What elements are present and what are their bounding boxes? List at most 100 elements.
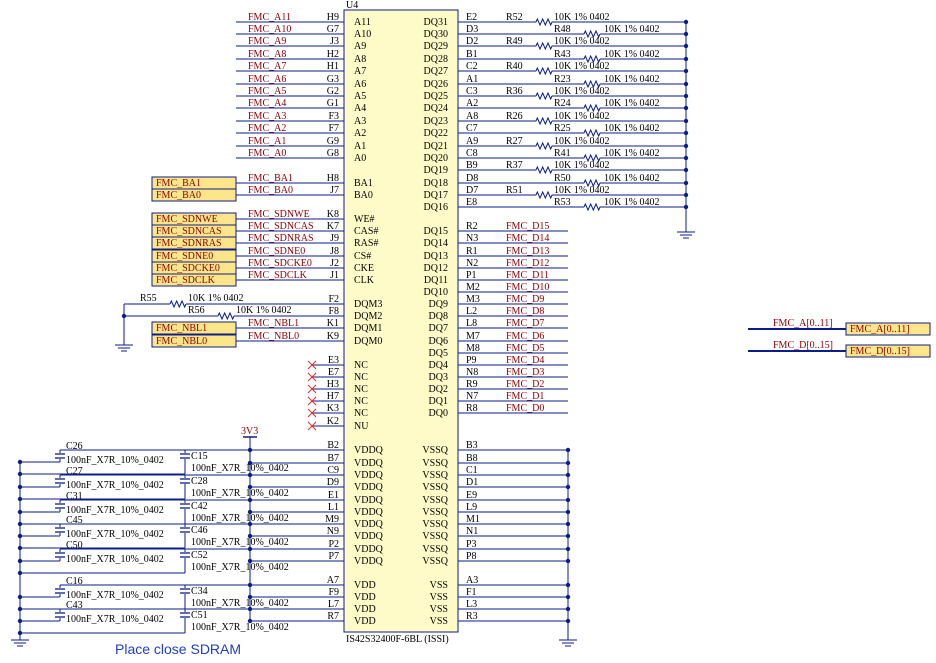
port-flag-FMC_SDCKE0-text: FMC_SDCKE0: [156, 263, 220, 274]
junction-dot: [565, 497, 571, 503]
junction-dot: [247, 594, 253, 600]
pin-name-VSS: VSS: [430, 616, 448, 627]
junction-dot: [683, 167, 689, 173]
pin-number-F9: F9: [328, 587, 339, 598]
resistor-ref-R51: R51: [506, 185, 523, 196]
pin-number-N3: N3: [466, 233, 478, 244]
cap-value-C26: 100nF_X7R_10%_0402: [66, 455, 164, 466]
junction-dot: [247, 618, 253, 624]
pin-number-K8: K8: [327, 209, 339, 220]
pin-name-CKE: CKE: [354, 263, 374, 274]
pin-name-NU: NU: [354, 421, 369, 432]
junction-dot: [565, 558, 571, 564]
cap-ref-C50: C50: [66, 540, 83, 551]
pin-name-VSSQ: VSSQ: [422, 445, 448, 456]
pin-number-R9: R9: [466, 379, 478, 390]
pin-name-VSSQ: VSSQ: [422, 556, 448, 567]
resistor-value-R23: 10K 1% 0402: [604, 74, 660, 85]
pin-number-C2: C2: [466, 61, 478, 72]
cap-ref-C43: C43: [66, 600, 83, 611]
pin-name-A2: A2: [354, 128, 366, 139]
pin-number-D7: D7: [466, 185, 478, 196]
pin-name-DQ11: DQ11: [424, 275, 448, 286]
pin-number-J9: J9: [330, 233, 339, 244]
resistor-value-R49: 10K 1% 0402: [554, 36, 610, 47]
pin-name-VSS: VSS: [430, 580, 448, 591]
pin-name-DQM1: DQM1: [354, 323, 382, 334]
junction-dot: [17, 618, 23, 624]
pin-number-L1: L1: [328, 502, 339, 513]
port-flag-FMC_SDNCAS-text: FMC_SDNCAS: [156, 226, 222, 237]
pin-number-A1: A1: [466, 74, 478, 85]
pin-number-D1: D1: [466, 477, 478, 488]
junction-dot: [17, 471, 23, 477]
pin-name-A6: A6: [354, 79, 366, 90]
port-flag-FMC_SDNRAS: [151, 236, 237, 250]
resistor-R25: [583, 128, 601, 138]
junction-dot: [247, 447, 253, 453]
resistor-value-R37: 10K 1% 0402: [554, 160, 610, 171]
junction-dot: [17, 570, 23, 576]
no-connect-mark: [307, 372, 317, 382]
resistor-R40: [535, 66, 553, 76]
junction-dot: [247, 460, 253, 466]
junction-dot: [565, 582, 571, 588]
resistor-R23: [583, 79, 601, 89]
pin-number-L3: L3: [466, 599, 477, 610]
junction-dot: [247, 497, 253, 503]
pin-number-E1: E1: [328, 490, 339, 501]
pin-number-C3: C3: [466, 86, 478, 97]
labels-layer: A11H9FMC_A11A10G7FMC_A10A9J3FMC_A9A8H2FM…: [66, 12, 910, 633]
pin-name-VDDQ: VDDQ: [354, 544, 384, 555]
pin-number-G9: G9: [327, 136, 339, 147]
resistor-value-R56: 10K 1% 0402: [236, 305, 292, 316]
port-flag-FMC_SDNWE-text: FMC_SDNWE: [156, 214, 218, 225]
pin-name-A0: A0: [354, 153, 366, 164]
net-label-FMC_D11: FMC_D11: [506, 270, 549, 281]
cap-value-C15: 100nF_X7R_10%_0402: [191, 463, 289, 474]
net-label-FMC_D15: FMC_D15: [506, 221, 549, 232]
junction-dot: [247, 546, 253, 552]
bus-net-label: FMC_A[0..11]: [773, 318, 833, 329]
pin-number-K2: K2: [327, 416, 339, 427]
pin-number-P3: P3: [466, 539, 477, 550]
pin-name-VDDQ: VDDQ: [354, 519, 384, 530]
pin-name-VSSQ: VSSQ: [422, 531, 448, 542]
pin-name-DQ1: DQ1: [429, 396, 448, 407]
pin-name-VSSQ: VSSQ: [422, 458, 448, 469]
net-label-FMC_BA1: FMC_BA1: [248, 173, 293, 184]
pin-number-H7: H7: [327, 391, 339, 402]
pin-number-M1: M1: [466, 514, 480, 525]
pin-name-DQ10: DQ10: [424, 287, 448, 298]
pin-number-P7: P7: [328, 551, 339, 562]
pin-name-VDDQ: VDDQ: [354, 458, 384, 469]
resistor-R55: [169, 299, 187, 309]
cap-value-C31: 100nF_X7R_10%_0402: [66, 505, 164, 516]
placement-note: Place close SDRAM: [115, 641, 241, 657]
junction-dot: [17, 533, 23, 539]
pin-name-RAS#: RAS#: [354, 238, 378, 249]
junction-dot: [247, 472, 253, 478]
resistor-ref-R25: R25: [554, 123, 571, 134]
resistor-ref-R23: R23: [554, 74, 571, 85]
pin-name-VSSQ: VSSQ: [422, 470, 448, 481]
pin-name-DQ15: DQ15: [424, 226, 448, 237]
junction-dot: [17, 509, 23, 515]
pin-name-NC: NC: [354, 372, 368, 383]
no-connect-mark: [307, 384, 317, 394]
pin-name-WE#: WE#: [354, 214, 375, 225]
pin-number-F8: F8: [328, 306, 339, 317]
port-flag-FMC_SDNE0-text: FMC_SDNE0: [156, 251, 213, 262]
cap-value-C52: 100nF_X7R_10%_0402: [191, 562, 289, 573]
resistor-value-R43: 10K 1% 0402: [604, 49, 660, 60]
pin-number-N2: N2: [466, 258, 478, 269]
net-label-FMC_D2: FMC_D2: [506, 379, 544, 390]
net-label-FMC_D6: FMC_D6: [506, 331, 544, 342]
net-label-FMC_A6: FMC_A6: [248, 74, 286, 85]
resistor-R36: [535, 91, 553, 101]
pin-number-G2: G2: [327, 86, 339, 97]
resistor-ref-R50: R50: [554, 173, 571, 184]
pin-name-DQ8: DQ8: [429, 311, 448, 322]
resistor-R41: [583, 153, 601, 163]
